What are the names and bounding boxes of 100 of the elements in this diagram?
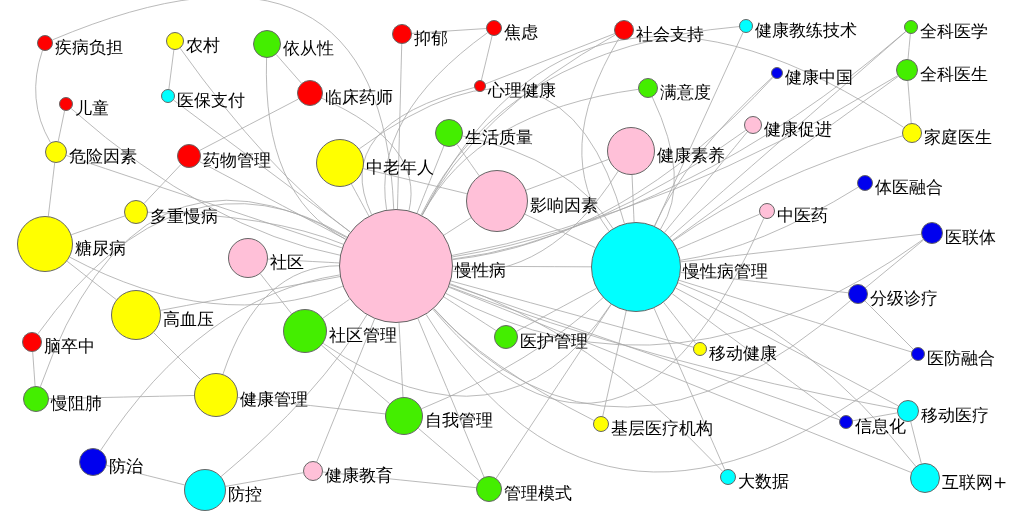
network-edge <box>420 26 740 216</box>
network-edge <box>397 43 403 210</box>
network-edge <box>481 35 493 81</box>
node-label: 儿童 <box>75 98 109 118</box>
network-edge <box>495 304 612 479</box>
node-label: 体医融合 <box>875 177 943 197</box>
network-edge <box>443 296 497 331</box>
network-edge <box>631 174 635 223</box>
network-edge <box>448 286 898 410</box>
node-label: 管理模式 <box>504 483 572 503</box>
node-label: 慢性病 <box>455 260 506 280</box>
node-label: 满意度 <box>660 82 711 102</box>
network-edge <box>66 155 343 249</box>
network-edge <box>225 472 304 487</box>
network-edge <box>220 314 368 477</box>
network-edge <box>418 428 480 481</box>
network-edge <box>864 300 914 350</box>
network-edge <box>384 32 488 211</box>
network-edge <box>852 412 898 422</box>
network-edge <box>199 98 299 151</box>
network-edge <box>48 395 195 400</box>
network-edge <box>100 274 341 451</box>
node-label: 糖尿病 <box>75 238 126 258</box>
node-label: 家庭医生 <box>924 127 992 147</box>
node-label: 健康促进 <box>764 119 832 139</box>
network-edge <box>669 31 907 238</box>
network-edge <box>321 97 412 211</box>
network-edge <box>443 217 472 236</box>
network-edge <box>433 300 851 408</box>
network-edge <box>70 108 341 256</box>
node-label: 健康素养 <box>657 145 725 165</box>
network-edge <box>680 233 922 263</box>
network-edge <box>362 168 468 195</box>
network-edge <box>680 186 859 261</box>
network-edge <box>452 170 619 273</box>
network-edge <box>677 282 917 467</box>
network-edge <box>451 75 898 256</box>
network-edge <box>358 88 625 224</box>
node-label: 全科医生 <box>920 64 988 84</box>
network-edge <box>425 314 913 472</box>
network-edge <box>275 54 302 84</box>
node-label: 中医药 <box>777 205 828 225</box>
node-label: 药物管理 <box>203 150 271 170</box>
node-label: 防控 <box>228 484 262 504</box>
network-edge <box>421 88 639 216</box>
node-label: 高血压 <box>163 309 214 329</box>
network-edge <box>654 76 773 227</box>
node-label: 影响因素 <box>530 195 598 215</box>
node-label: 脑卒中 <box>44 336 95 356</box>
network-edge <box>664 131 748 233</box>
network-edge <box>432 217 765 404</box>
network-edge <box>672 135 903 242</box>
network-edge <box>907 33 911 60</box>
network-edge <box>237 397 386 415</box>
network-edge <box>448 286 912 473</box>
node-label: 信息化 <box>855 416 906 436</box>
network-edge <box>66 260 117 300</box>
network-edge <box>449 283 723 472</box>
network-edge <box>69 256 344 306</box>
network-edge <box>47 162 56 217</box>
node-label: 医防融合 <box>927 348 995 368</box>
network-edge <box>316 318 375 463</box>
node-label: 自我管理 <box>425 410 493 430</box>
network-edge <box>160 276 341 311</box>
node-label: 社区 <box>270 252 304 272</box>
network-edge <box>106 465 186 486</box>
network-edge <box>433 308 595 421</box>
network-edge <box>450 280 694 348</box>
network-edge <box>456 144 480 177</box>
network-edge <box>322 471 477 489</box>
network-edge <box>361 87 475 215</box>
network-edge <box>153 332 201 380</box>
node-label: 社会支持 <box>636 24 704 44</box>
network-edge <box>525 159 609 191</box>
node-label: 焦虑 <box>504 22 538 42</box>
network-edge <box>653 307 726 471</box>
network-edge <box>651 96 675 230</box>
node-label: 移动健康 <box>709 343 777 363</box>
node-label: 疾病负担 <box>55 37 123 57</box>
node-label: 社区管理 <box>329 325 397 345</box>
network-edge <box>199 161 347 240</box>
network-edge <box>675 287 899 407</box>
network-edge <box>267 258 340 264</box>
node-label: 生活质量 <box>465 127 533 147</box>
node-label: 医护管理 <box>520 331 588 351</box>
network-edge <box>678 279 912 353</box>
network-edge <box>654 31 744 227</box>
network-edge <box>35 50 51 143</box>
network-edge <box>147 211 344 245</box>
network-edge <box>910 421 922 464</box>
node-label: 依从性 <box>283 38 334 58</box>
network-edge <box>57 110 65 142</box>
network-edge <box>398 322 404 398</box>
network-edge <box>32 351 36 387</box>
node-label: 慢阻肺 <box>51 393 102 413</box>
node-label: 互联网+ <box>942 472 1008 492</box>
network-edge <box>168 49 175 90</box>
network-edge <box>421 36 905 216</box>
network-edge <box>602 310 627 417</box>
node-label: 临床药师 <box>325 87 393 107</box>
